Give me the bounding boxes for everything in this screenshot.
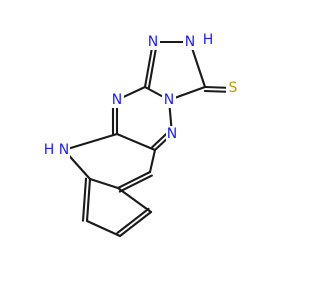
atom-n-indole: N H — [44, 142, 70, 158]
atom-label: N — [112, 92, 122, 108]
bond-cD-cE — [116, 186, 153, 214]
atom-label: N — [59, 142, 69, 158]
bond-cF2-cG — [85, 219, 122, 238]
bond-cB-cA — [115, 132, 157, 152]
atom-label: N — [185, 34, 195, 50]
atom-n-pyrimidine-bottom: N — [166, 126, 180, 142]
bond-cF-nTL-double — [147, 41, 158, 89]
bond-cC-cA — [148, 148, 157, 174]
bond-cB-nI — [62, 132, 119, 152]
atom-n-bridge: N — [162, 92, 176, 108]
atom-hydrogen-label: H — [44, 142, 55, 158]
atom-nh-triazole: N H — [183, 32, 213, 50]
atom-label: N — [167, 126, 177, 142]
atom-s-thione: S — [226, 80, 240, 96]
atom-n-triazole-left: N — [146, 34, 160, 50]
bond-cE-cF2 — [118, 210, 153, 238]
molecule-structure: N N H N N N N H S — [43, 32, 240, 238]
bond-cE-cF2-double — [116, 207, 150, 234]
bond-cG-cH — [85, 177, 92, 223]
bond-cD-cC-double — [118, 174, 153, 193]
bond-cH-cD — [88, 177, 120, 190]
atom-label: S — [229, 80, 238, 96]
bond-cD-cC — [116, 170, 152, 190]
atom-n-pyrimidine-left: N — [110, 92, 124, 108]
atom-hydrogen-label: H — [203, 32, 214, 48]
atom-label: N — [164, 92, 174, 108]
bond-cG-cH-double — [81, 177, 88, 222]
bond-layer — [62, 40, 235, 238]
atom-label: N — [148, 34, 158, 50]
